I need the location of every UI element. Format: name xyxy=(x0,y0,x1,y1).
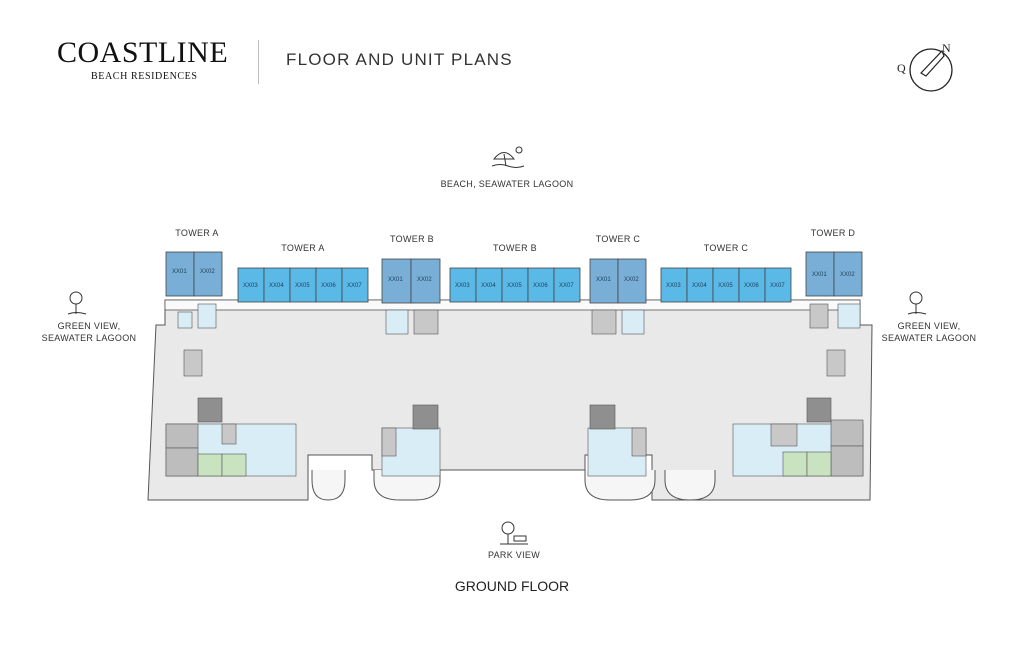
unit-label-a-01: XX01 xyxy=(172,269,187,275)
svg-text:XX02: XX02 xyxy=(624,277,639,283)
amenity-block-right xyxy=(732,397,864,477)
unit-label-a-02: XX02 xyxy=(200,269,215,275)
svg-text:XX06: XX06 xyxy=(533,283,548,289)
view-label-left-line2: SEAWATER LAGOON xyxy=(41,333,137,343)
tower-a-pair: XX01 XX02 xyxy=(165,251,223,329)
bay-center-2 xyxy=(584,470,656,501)
svg-text:XX03: XX03 xyxy=(666,283,681,289)
view-label-right-line1: GREEN VIEW, xyxy=(897,321,961,331)
bay-left-1 xyxy=(311,470,346,501)
svg-text:XX06: XX06 xyxy=(321,283,336,289)
tower-label-b-2: TOWER B xyxy=(493,243,537,253)
svg-text:XX07: XX07 xyxy=(347,283,362,289)
tower-b-row: XX03 XX04 XX05 XX06 XX07 xyxy=(449,267,581,303)
svg-text:XX01: XX01 xyxy=(596,277,611,283)
core-right xyxy=(826,349,846,377)
floor-name: GROUND FLOOR xyxy=(454,578,570,594)
svg-text:XX04: XX04 xyxy=(481,283,496,289)
svg-text:XX03: XX03 xyxy=(243,283,258,289)
core-left xyxy=(183,349,203,377)
compass-west-letter: Q xyxy=(897,61,906,75)
tower-label-d: TOWER D xyxy=(810,228,856,238)
svg-text:XX05: XX05 xyxy=(295,283,310,289)
tower-label-c-1: TOWER C xyxy=(595,234,641,244)
park-bench-icon xyxy=(500,521,528,545)
svg-text:XX05: XX05 xyxy=(718,283,733,289)
view-label-top: BEACH, SEAWATER LAGOON xyxy=(440,179,574,189)
svg-text:XX05: XX05 xyxy=(507,283,522,289)
tower-label-a-2: TOWER A xyxy=(281,243,325,253)
bay-center-1 xyxy=(373,470,441,501)
beach-umbrella-icon xyxy=(491,146,525,168)
header-divider xyxy=(258,40,259,84)
svg-text:XX06: XX06 xyxy=(744,283,759,289)
compass-north-letter: N xyxy=(942,41,951,55)
svg-text:XX01: XX01 xyxy=(388,277,403,283)
tree-icon-left xyxy=(67,291,87,315)
tree-icon-right xyxy=(907,291,927,315)
svg-text:XX04: XX04 xyxy=(692,283,707,289)
tower-label-c-2: TOWER C xyxy=(703,243,749,253)
tower-label-b-1: TOWER B xyxy=(390,234,434,244)
compass-icon xyxy=(909,48,953,92)
tower-b-pair: XX01 XX02 xyxy=(381,258,441,335)
svg-text:XX03: XX03 xyxy=(455,283,470,289)
tower-c-pair: XX01 XX02 xyxy=(589,258,647,335)
tower-d-pair: XX01 XX02 xyxy=(805,251,863,329)
tower-a-row: XX03 XX04 XX05 XX06 XX07 xyxy=(237,267,369,303)
svg-text:XX02: XX02 xyxy=(840,272,855,278)
svg-text:XX02: XX02 xyxy=(417,277,432,283)
svg-text:XX04: XX04 xyxy=(269,283,284,289)
brand-logo-title: COASTLINE xyxy=(57,36,229,69)
view-label-right-line2: SEAWATER LAGOON xyxy=(881,333,977,343)
view-label-left-line1: GREEN VIEW, xyxy=(57,321,121,331)
amenity-block-left xyxy=(165,397,297,477)
amenity-block-center-left xyxy=(381,404,441,477)
tower-label-a-1: TOWER A xyxy=(175,228,219,238)
bay-right-1 xyxy=(664,470,716,501)
page-title: FLOOR AND UNIT PLANS xyxy=(286,50,513,69)
north-compass: Q N xyxy=(890,38,960,98)
amenity-block-center-right xyxy=(587,404,647,477)
svg-text:XX01: XX01 xyxy=(812,272,827,278)
svg-text:XX07: XX07 xyxy=(770,283,785,289)
view-label-bottom: PARK VIEW xyxy=(487,550,541,560)
tower-c-row: XX03 XX04 XX05 XX06 XX07 xyxy=(660,267,792,303)
svg-text:XX07: XX07 xyxy=(559,283,574,289)
brand-logo-tagline: BEACH RESIDENCES xyxy=(91,71,198,82)
